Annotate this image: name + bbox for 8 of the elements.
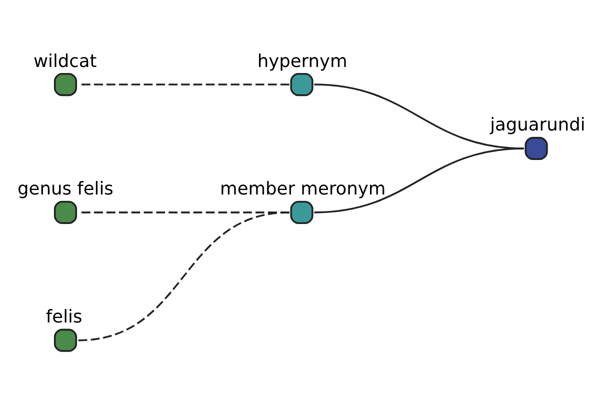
- node-label: member meronym: [220, 180, 386, 200]
- node-label: wildcat: [34, 52, 97, 72]
- node-label: genus felis: [18, 180, 114, 200]
- connector: [78, 212, 290, 342]
- node-label: jaguarundi: [490, 116, 586, 136]
- node-label: felis: [46, 308, 82, 328]
- node-label: hypernym: [257, 52, 348, 72]
- connector: [314, 148, 524, 214]
